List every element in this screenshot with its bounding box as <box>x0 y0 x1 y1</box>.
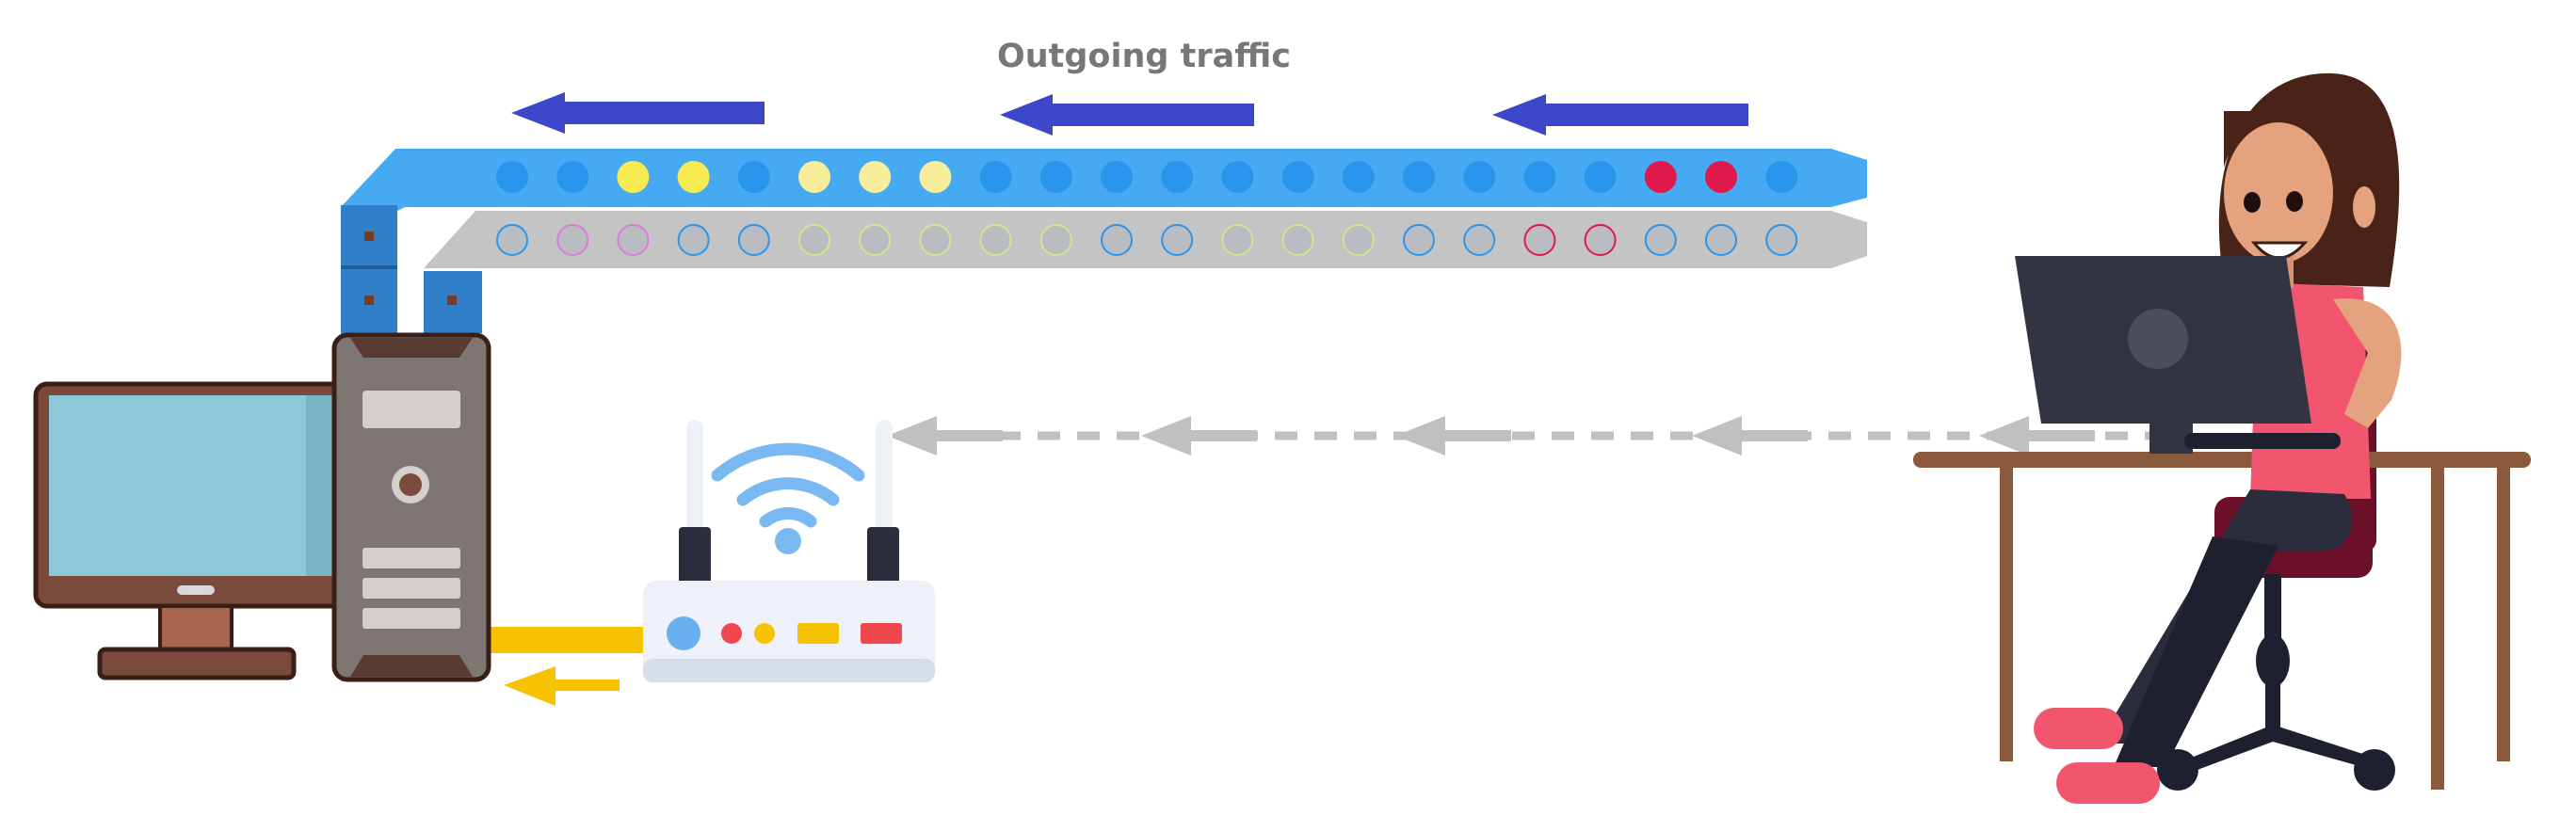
yellow-arrow <box>504 666 620 706</box>
packet <box>1342 224 1375 256</box>
packet <box>979 224 1012 256</box>
packet <box>1101 161 1133 193</box>
laptop <box>2015 256 2341 454</box>
packet <box>737 161 770 193</box>
packet <box>1463 161 1496 193</box>
packet <box>1342 161 1375 193</box>
wifi-icon <box>711 442 865 554</box>
router-led-yellow <box>754 623 775 644</box>
monitor <box>33 381 359 680</box>
outgoing-pipe <box>341 149 1867 335</box>
router-port-yellow <box>797 623 839 644</box>
bottom-packet-row <box>496 224 1798 256</box>
gray-arrow <box>1692 416 1808 456</box>
packet <box>1221 161 1254 193</box>
packet <box>677 224 710 256</box>
packet <box>1705 224 1737 256</box>
packet <box>556 161 589 193</box>
gray-pipe-body <box>424 211 1867 268</box>
shoe <box>2056 762 2160 804</box>
top-packet-row <box>496 161 1798 193</box>
packet <box>1403 224 1435 256</box>
router-port-red <box>861 623 902 644</box>
packet <box>798 224 830 256</box>
drive-bay <box>362 578 460 599</box>
packet <box>1221 224 1254 256</box>
ethernet-cable <box>490 627 645 653</box>
packet <box>496 224 528 256</box>
gray-arrow <box>887 416 1003 456</box>
packet <box>859 224 892 256</box>
packet <box>1644 224 1677 256</box>
desk <box>1913 452 2531 790</box>
packet <box>1765 224 1798 256</box>
blue-connector <box>341 205 397 335</box>
connector-pin <box>447 296 457 305</box>
packet <box>1039 161 1072 193</box>
packet <box>1161 224 1194 256</box>
wifi-router <box>643 420 935 682</box>
packet <box>798 161 830 193</box>
packet <box>1463 224 1496 256</box>
blue-arrow-right <box>1492 94 1748 136</box>
packet <box>1403 161 1435 193</box>
connector-pin <box>364 296 374 305</box>
packet <box>496 161 528 193</box>
drive-bay <box>362 548 460 568</box>
packet <box>556 224 589 256</box>
person-at-desk <box>1913 72 2531 804</box>
router-antenna-right <box>876 420 893 533</box>
outgoing-direction-arrows <box>511 92 1748 136</box>
gray-arrow <box>1979 416 2095 456</box>
packet <box>1281 161 1314 193</box>
packet <box>1281 224 1314 256</box>
router-antenna-left <box>686 420 703 533</box>
wireless-path <box>887 416 2165 456</box>
drive-bay <box>362 608 460 629</box>
packet <box>617 161 650 193</box>
router-led-blue <box>667 616 700 650</box>
packet <box>1584 161 1617 193</box>
packet <box>1523 161 1556 193</box>
packet <box>1523 224 1556 256</box>
packet <box>1161 161 1194 193</box>
packet <box>1765 161 1798 193</box>
packet <box>617 224 650 256</box>
packet <box>1039 224 1072 256</box>
connector-pin <box>364 232 374 241</box>
power-indicator <box>177 585 215 595</box>
packet <box>979 161 1012 193</box>
connector-seam <box>341 265 397 269</box>
packet <box>1584 224 1617 256</box>
gray-arrow <box>1395 416 1511 456</box>
diagram-title: Outgoing traffic <box>996 38 1292 75</box>
gray-arrow <box>1141 416 1257 456</box>
blue-arrow-middle <box>1000 94 1254 136</box>
packet <box>919 224 952 256</box>
packet <box>1644 161 1677 193</box>
tower <box>331 332 491 682</box>
laptop-logo-icon <box>2128 309 2188 369</box>
packet <box>1101 224 1133 256</box>
desktop-computer <box>33 332 491 682</box>
packet <box>859 161 892 193</box>
blue-arrow-left <box>511 92 765 134</box>
packet <box>737 224 770 256</box>
router-led-red <box>721 623 742 644</box>
packet <box>1705 161 1737 193</box>
packet <box>677 161 710 193</box>
shoe <box>2034 708 2123 749</box>
packet <box>919 161 952 193</box>
